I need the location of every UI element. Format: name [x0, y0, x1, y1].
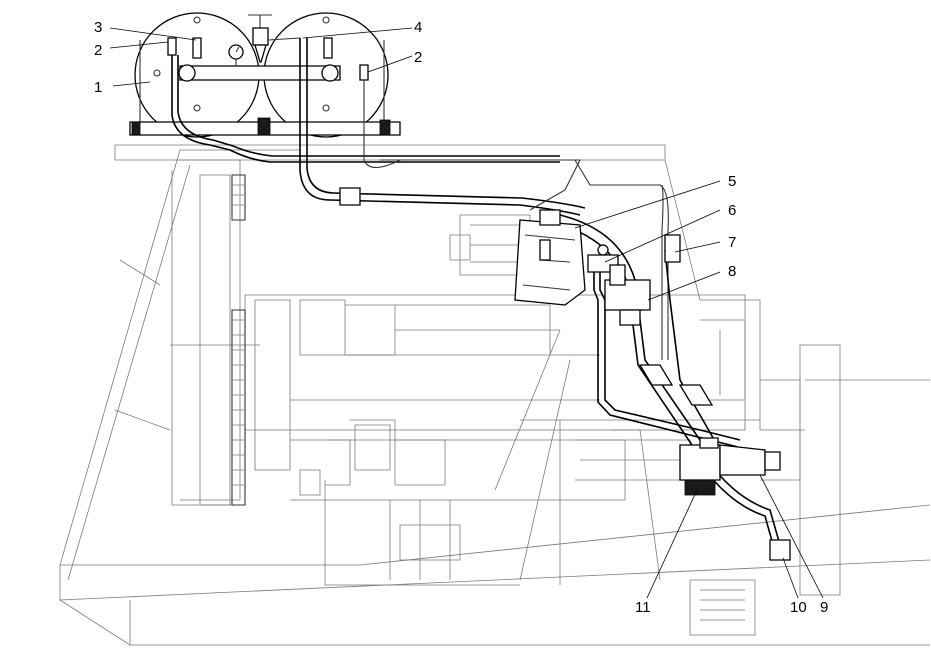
callout-2-left: 2	[94, 42, 102, 59]
callout-3: 3	[94, 19, 102, 36]
engine-block	[170, 214, 801, 501]
callout-9: 9	[820, 599, 828, 616]
callout-4: 4	[414, 19, 422, 36]
bottom-valve-assembly	[638, 364, 791, 561]
callout-1: 1	[94, 79, 102, 96]
callout-2-right: 2	[414, 49, 422, 66]
chassis-frame	[59, 144, 931, 646]
radiator-fan	[199, 174, 246, 506]
callout-11: 11	[635, 599, 651, 616]
callout-8: 8	[728, 263, 736, 280]
callout-10: 10	[790, 599, 807, 616]
callout-6: 6	[728, 202, 736, 219]
callout-7: 7	[728, 234, 736, 251]
compressor	[514, 209, 586, 306]
leader-lines	[109, 27, 824, 599]
callout-labels: 1 2 2 3 4 5 6 7 8 9 10 11	[94, 19, 828, 616]
air-tanks	[129, 12, 401, 138]
callout-5: 5	[728, 173, 736, 190]
